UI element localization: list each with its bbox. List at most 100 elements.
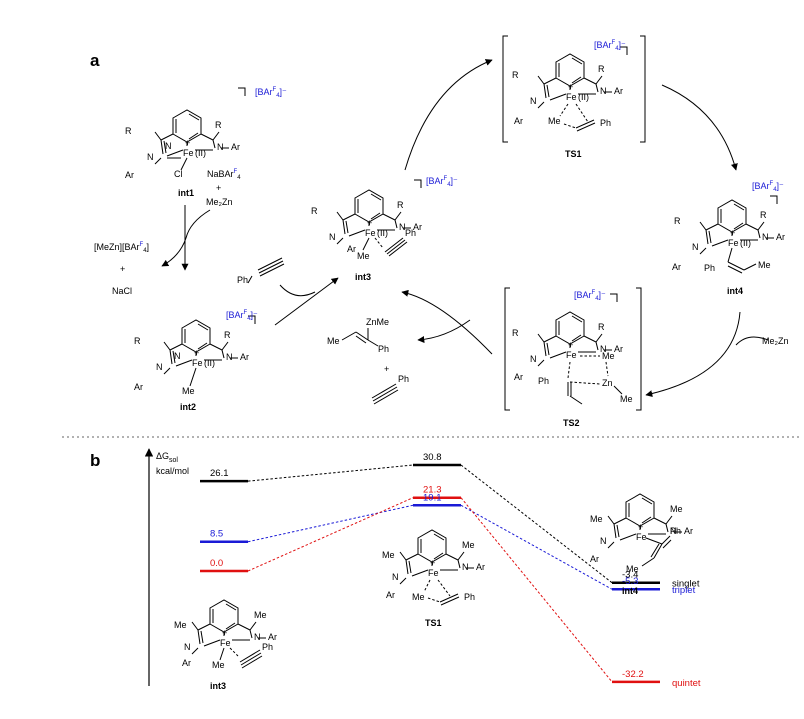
svg-text:R: R <box>125 126 132 136</box>
svg-text:Ar: Ar <box>268 632 277 642</box>
svg-text:Me: Me <box>462 540 475 550</box>
panel-label-a: a <box>90 51 100 70</box>
structure-int2: R N Ar N Ar R Fe (II) + Me N <box>134 319 249 396</box>
label-ts1-b: TS1 <box>425 618 442 628</box>
label-int2: int2 <box>180 402 196 412</box>
value-int3-quintet: 0.0 <box>210 558 223 569</box>
reagent-plus: + <box>216 183 221 193</box>
label-int4: int4 <box>727 286 743 296</box>
svg-text:N: N <box>670 526 677 536</box>
legend-quintet: quintet <box>672 678 701 689</box>
structure-ts1: R N Ar N Ar R Fe (II) + Me Ph <box>512 53 623 132</box>
svg-text:Me: Me <box>174 620 187 630</box>
svg-text:Me: Me <box>602 351 615 361</box>
svg-text:Me: Me <box>620 394 633 404</box>
svg-text:Fe: Fe <box>220 638 231 648</box>
svg-text:Ar: Ar <box>182 658 191 668</box>
svg-text:Fe: Fe <box>566 92 577 102</box>
label-int1: int1 <box>178 188 194 198</box>
svg-text:+: + <box>222 628 227 638</box>
counterion-ts2: [BArF4]⁻ <box>574 290 606 302</box>
svg-text:Ar: Ar <box>672 262 681 272</box>
structure-int1: R N Ar N Ar R Fe (II) + Cl N <box>125 109 240 180</box>
svg-text:N: N <box>692 242 699 252</box>
connector-quintet-1 <box>460 497 613 683</box>
connector-triplet-1 <box>460 504 613 590</box>
svg-text:Me: Me <box>548 116 561 126</box>
connector-triplet-0 <box>247 504 414 543</box>
svg-text:N: N <box>600 344 607 354</box>
svg-text:Ph: Ph <box>538 376 549 386</box>
svg-text:Zn: Zn <box>602 378 613 388</box>
svg-text:+: + <box>430 558 435 568</box>
svg-text:Ar: Ar <box>776 232 785 242</box>
counterion-int2: [BArF4]⁻ <box>226 310 258 322</box>
svg-text:Me: Me <box>758 260 771 270</box>
reagent-me2zn: Me₂Zn <box>206 197 233 207</box>
connector-singlet-1 <box>460 464 613 584</box>
label-int4-b: int4 <box>622 586 638 596</box>
energy-connectors <box>247 464 613 683</box>
svg-text:Me: Me <box>357 251 370 261</box>
byproduct-mezn: [MeZn][BArF4] <box>94 242 149 254</box>
svg-text:Ph: Ph <box>464 592 475 602</box>
structure-ts1-b: Me N Ar N Ar Me Fe + Me Ph <box>382 529 485 606</box>
value-TS1-singlet: 30.8 <box>423 452 442 463</box>
svg-text:Ph: Ph <box>398 374 409 384</box>
byproduct-nacl: NaCl <box>112 286 132 296</box>
svg-text:Fe: Fe <box>365 228 376 238</box>
svg-text:Me: Me <box>670 504 683 514</box>
svg-text:ZnMe: ZnMe <box>366 317 389 327</box>
svg-text:+: + <box>730 228 735 238</box>
svg-text:R: R <box>512 328 519 338</box>
svg-text:N: N <box>530 354 537 364</box>
svg-text:Me: Me <box>327 336 340 346</box>
svg-text:+: + <box>185 138 190 148</box>
svg-text:+: + <box>384 364 389 374</box>
svg-text:R: R <box>674 216 681 226</box>
svg-text:(II): (II) <box>204 358 215 368</box>
svg-text:Me: Me <box>382 550 395 560</box>
svg-text:Ar: Ar <box>231 142 240 152</box>
svg-text:R: R <box>598 322 605 332</box>
svg-text:Ar: Ar <box>514 372 523 382</box>
connector-singlet-0 <box>247 464 414 482</box>
svg-text:Ar: Ar <box>413 222 422 232</box>
svg-text:Cl: Cl <box>174 169 183 179</box>
svg-text:+: + <box>367 218 372 228</box>
svg-text:R: R <box>397 200 404 210</box>
svg-text:Me: Me <box>590 514 603 524</box>
value-TS1-quintet: 21.3 <box>423 485 442 496</box>
structure-int4-b: Me N Ar N Ar Me Fe + Ph Me <box>590 493 693 574</box>
arrow-int4-ts2 <box>645 311 741 398</box>
svg-text:Fe: Fe <box>566 350 577 360</box>
svg-text:N: N <box>156 362 163 372</box>
svg-text:Me: Me <box>412 592 425 602</box>
svg-text:Me: Me <box>212 660 225 670</box>
counterion-int3: [BArF4]⁻ <box>426 176 458 188</box>
svg-text:Ph: Ph <box>704 263 715 273</box>
structure-ts2: R N Ar N Ar R Fe + Me Zn Me Ph <box>512 311 633 405</box>
svg-text:Fe: Fe <box>636 532 647 542</box>
svg-text:Ar: Ar <box>684 526 693 536</box>
counterion-int1: [BArF4]⁻ <box>255 87 287 99</box>
svg-text:N: N <box>392 572 399 582</box>
arrow-ts1-int4 <box>661 84 738 171</box>
reagent-nabarf4: NaBArF4 <box>207 169 241 181</box>
value-int4-singlet: -3.4 <box>622 570 638 581</box>
svg-text:R: R <box>598 64 605 74</box>
svg-text:N: N <box>165 141 172 151</box>
svg-text:Ar: Ar <box>386 590 395 600</box>
svg-text:+: + <box>638 522 643 532</box>
svg-text:Fe: Fe <box>183 148 194 158</box>
connector-quintet-0 <box>247 497 414 572</box>
svg-text:R: R <box>134 336 141 346</box>
legend-triplet: triplet <box>672 585 696 596</box>
svg-text:N: N <box>762 232 769 242</box>
svg-text:Me: Me <box>182 386 195 396</box>
svg-text:Me: Me <box>254 610 267 620</box>
structure-int3: R N Ar N Ar R Fe (II) + Me Ph <box>311 189 422 261</box>
arrow-int2-int3 <box>274 277 339 326</box>
axis-unit: kcal/mol <box>156 466 189 476</box>
